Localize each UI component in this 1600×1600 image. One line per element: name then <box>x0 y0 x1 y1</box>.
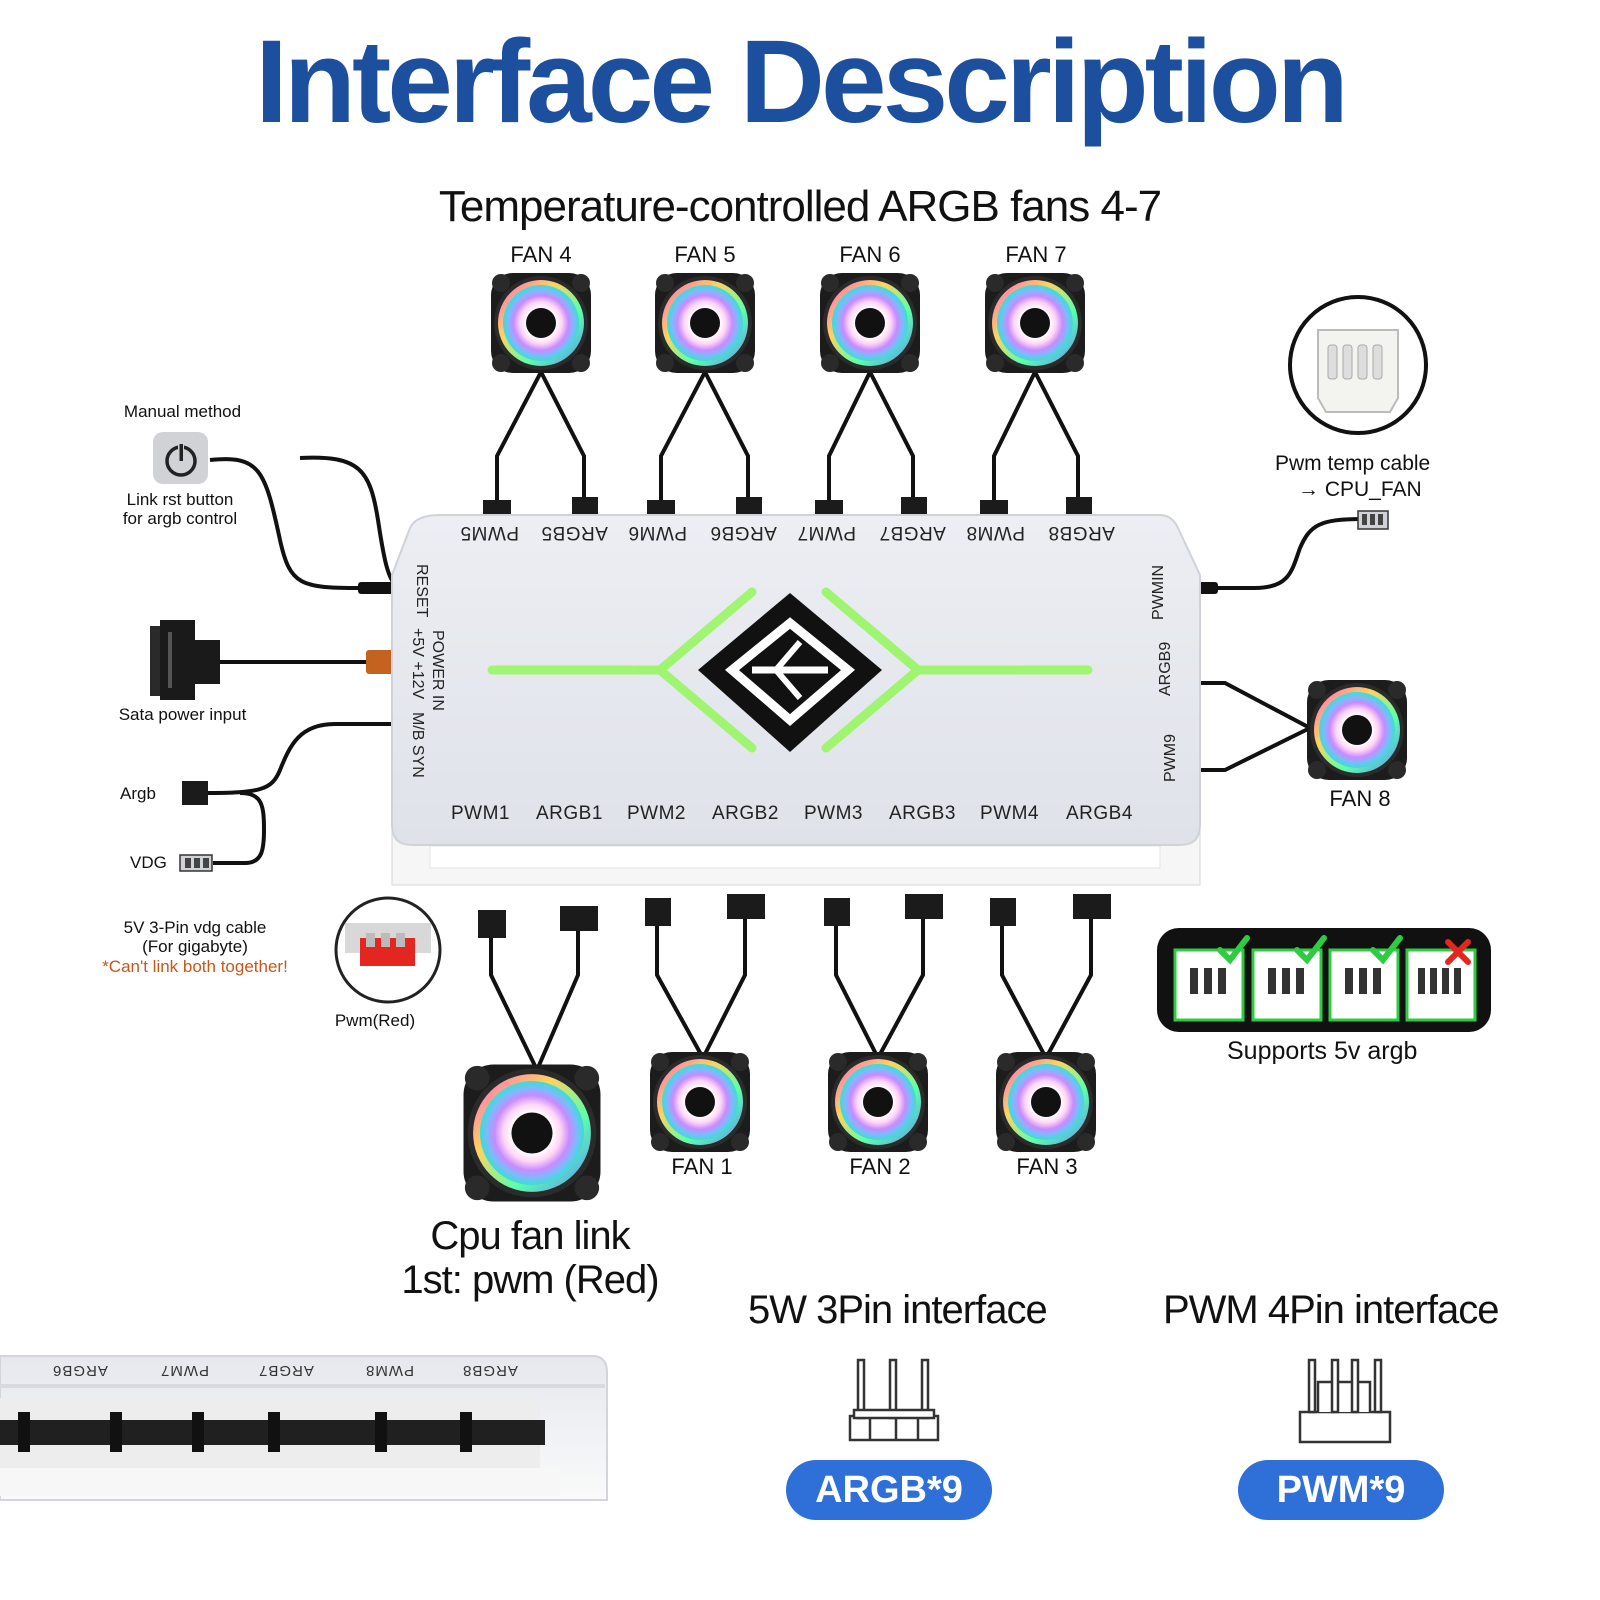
vdg-label: VDG <box>130 853 167 872</box>
top-fan-wires <box>495 371 1080 505</box>
fan4-label: FAN 4 <box>510 242 572 267</box>
port-argb2: ARGB2 <box>712 803 779 824</box>
fan1-label: FAN 1 <box>671 1154 733 1179</box>
vdg-warning: *Can't link both together! <box>102 957 288 976</box>
port-power-in: POWER IN <box>429 630 446 711</box>
hub-glow-lines <box>487 587 1093 753</box>
port-argb7: ARGB7 <box>879 522 946 543</box>
strip-port-argb8: ARGB8 <box>462 1362 518 1379</box>
sata-plug <box>366 650 398 674</box>
3pin-header-icon <box>848 1358 940 1442</box>
strip-port-pwm7: PWM7 <box>160 1362 209 1379</box>
port-pwmin: PWMIN <box>1150 564 1167 620</box>
4pin-header-icon <box>1298 1358 1392 1444</box>
bottom-fan-connectors <box>478 894 1111 938</box>
fan3-label: FAN 3 <box>1016 1154 1078 1179</box>
strip-port-argb7: ARGB7 <box>258 1362 314 1379</box>
port-power-voltage: +5V +12V <box>409 628 426 700</box>
manual-desc-line1: Link rst button <box>126 490 234 509</box>
vdg-connector <box>179 854 213 872</box>
port-pwm3: PWM3 <box>804 803 863 824</box>
fan8-label: FAN 8 <box>1329 786 1391 811</box>
argb-connector <box>182 781 208 805</box>
sata-label: Sata power input <box>118 705 247 724</box>
supports-label: Supports 5v argb <box>1227 1037 1418 1065</box>
port-pwm4: PWM4 <box>980 803 1039 824</box>
sata-connector-icon <box>150 620 220 700</box>
page-title: Interface Description <box>255 16 1349 148</box>
pin3-title: 5W 3Pin interface <box>748 1288 1048 1332</box>
pwm-red-connector-icon <box>334 896 442 1004</box>
hub-logo-icon <box>698 593 882 752</box>
port-pwm9: PWM9 <box>1162 734 1179 782</box>
port-pwm8: PWM8 <box>966 522 1025 543</box>
fan5-label: FAN 5 <box>674 242 736 267</box>
port-pwm6: PWM6 <box>628 522 687 543</box>
reset-plug <box>358 582 398 594</box>
port-pwm1: PWM1 <box>451 803 510 824</box>
strip-port-pwm8: PWM8 <box>365 1362 414 1379</box>
argb-count-badge: ARGB*9 <box>786 1460 992 1520</box>
manual-desc-line2: for argb control <box>122 509 238 528</box>
cpu-link-line2: 1st: pwm (Red) <box>401 1258 659 1302</box>
port-argb8: ARGB8 <box>1048 522 1115 543</box>
port-argb4: ARGB4 <box>1066 803 1133 824</box>
port-argb3: ARGB3 <box>889 803 956 824</box>
pwm-temp-connector <box>1357 510 1389 530</box>
pwm-red-label: Pwm(Red) <box>334 1011 416 1030</box>
port-argb5: ARGB5 <box>541 522 608 543</box>
port-reset: RESET <box>413 564 430 618</box>
port-pwm2: PWM2 <box>627 803 686 824</box>
port-mb-syn: M/B SYN <box>409 712 426 778</box>
fan6-label: FAN 6 <box>839 242 901 267</box>
bottom-fan-wires <box>489 915 1093 1071</box>
port-argb1: ARGB1 <box>536 803 603 824</box>
port-pwm5: PWM5 <box>460 522 519 543</box>
manual-method-label: Manual method <box>123 402 242 421</box>
port-argb6: ARGB6 <box>710 522 777 543</box>
power-button-icon <box>153 432 208 484</box>
vdg-note-line1: 5V 3-Pin vdg cable <box>123 918 267 937</box>
left-wires <box>204 455 400 865</box>
pwm-temp-line1: Pwm temp cable <box>1275 452 1431 475</box>
fan2-label: FAN 2 <box>849 1154 911 1179</box>
fan7-label: FAN 7 <box>1005 242 1067 267</box>
molex-connector-icon <box>1288 295 1428 435</box>
top-fan-connectors <box>483 497 1092 518</box>
pin4-title: PWM 4Pin interface <box>1163 1288 1499 1332</box>
pwm-temp-line2: → CPU_FAN <box>1298 478 1422 501</box>
port-pwm7: PWM7 <box>797 522 856 543</box>
strip-port-argb6: ARGB6 <box>52 1362 108 1379</box>
vdg-note-line2: (For gigabyte) <box>142 937 248 956</box>
cpu-link-line1: Cpu fan link <box>430 1214 630 1258</box>
port-argb9: ARGB9 <box>1157 641 1174 696</box>
page-subtitle: Temperature-controlled ARGB fans 4-7 <box>438 182 1162 231</box>
hub-side-strip <box>0 1355 608 1501</box>
argb-label: Argb <box>120 784 156 803</box>
supports-argb-panel <box>1157 928 1491 1032</box>
pwm-count-badge: PWM*9 <box>1238 1460 1444 1520</box>
